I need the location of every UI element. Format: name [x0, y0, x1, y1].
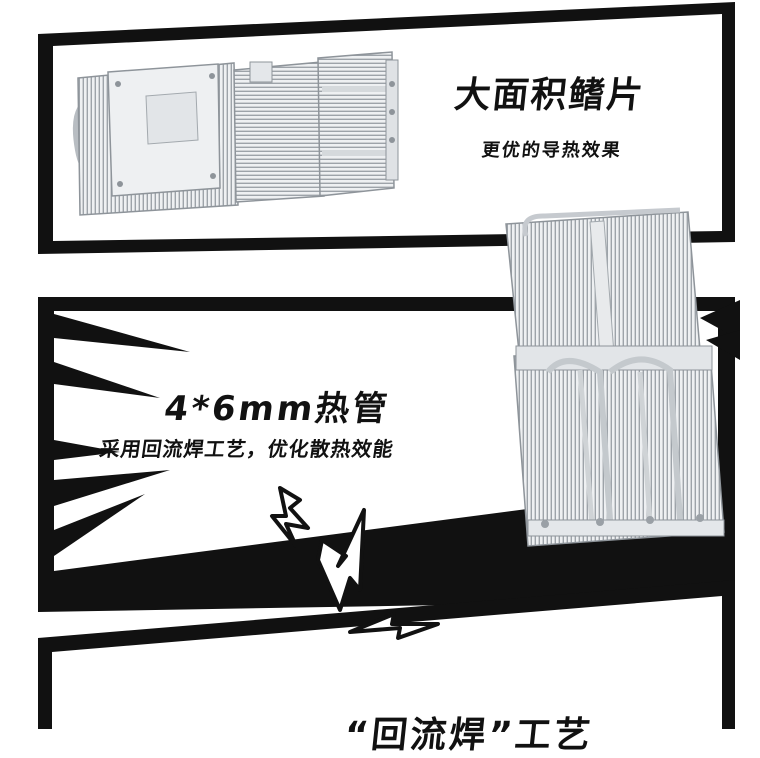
- panel-3: [38, 580, 735, 729]
- arrow-bolt-icon: [348, 612, 440, 640]
- lightning-bolt-icon: [270, 486, 310, 548]
- panel-1-subtitle: 更优的导热效果: [480, 140, 623, 161]
- page-canvas: [38, 2, 740, 729]
- heatsink-top-view-image: [72, 51, 399, 216]
- panel-2-title: 4*6mm热管: [161, 389, 393, 429]
- speed-lines: [54, 300, 740, 556]
- heatsink-pipes-view-image: [505, 207, 725, 547]
- panel-2-subtitle: 采用回流焊工艺，优化散热效能: [98, 437, 396, 461]
- panel-3-title: “回流焊”工艺: [342, 715, 596, 756]
- panel-1-title: 大面积鳍片: [452, 75, 647, 116]
- lightning-bolt-icon: [316, 508, 366, 612]
